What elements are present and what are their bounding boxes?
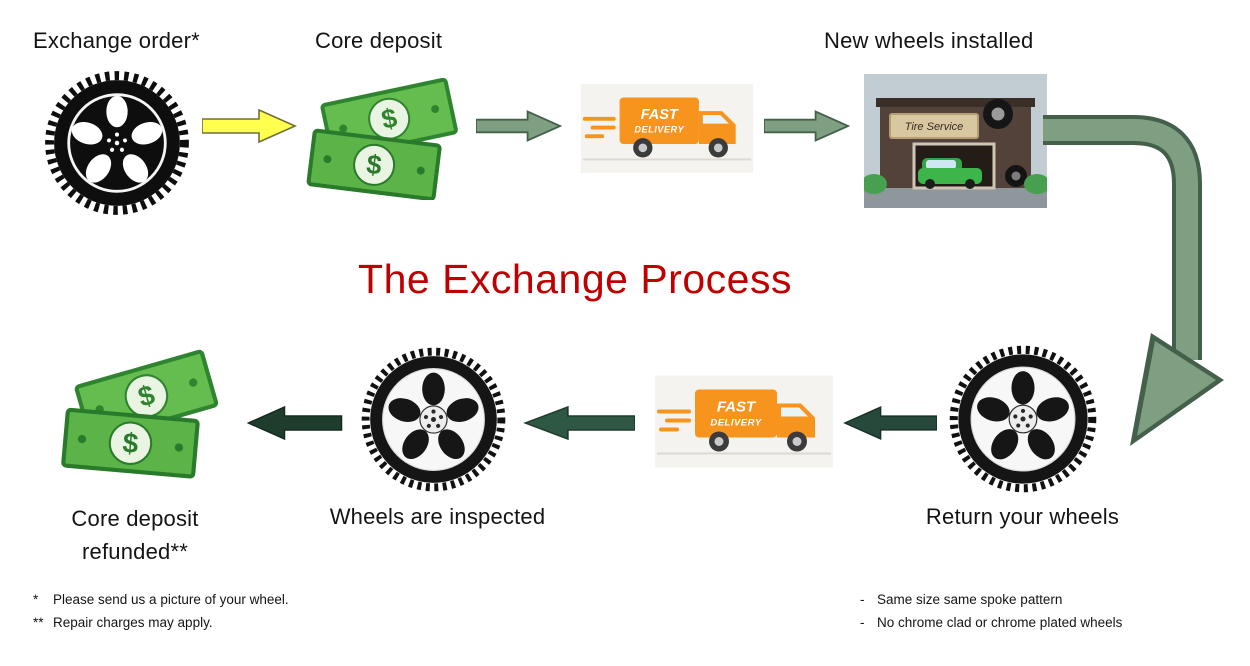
footnote-repair: ** Repair charges may apply. — [33, 615, 213, 630]
footnote-text: No chrome clad or chrome plated wheels — [877, 615, 1123, 630]
truck-text-fast: FAST — [717, 399, 757, 416]
delivery-truck-icon: FAST DELIVERY — [578, 84, 756, 173]
money-refund-icon: $ $ — [52, 342, 230, 492]
core-deposit-label: Core deposit — [315, 28, 443, 53]
truck-text-delivery: DELIVERY — [634, 124, 684, 134]
footnote-marker: - — [860, 615, 865, 630]
return-label: Return your wheels — [925, 504, 1120, 529]
money-bills-icon: $ $ — [298, 78, 470, 200]
delivery-truck-icon: FAST DELIVERY — [655, 373, 833, 470]
dollar-sign: $ — [365, 149, 384, 181]
refund-label-line2: refunded** — [82, 539, 188, 564]
footnote-marker: ** — [33, 615, 44, 630]
inspected-label: Wheels are inspected — [329, 504, 546, 529]
dollar-sign: $ — [379, 103, 400, 135]
arrow-left-dark-icon — [523, 404, 635, 442]
truck-text-delivery: DELIVERY — [710, 418, 763, 429]
arrow-left-dark-icon — [843, 404, 937, 442]
exchange-order-label: Exchange order* — [33, 28, 200, 53]
return-wheel-icon — [948, 344, 1098, 494]
truck-text-fast: FAST — [641, 107, 679, 123]
refund-label: Core deposit refunded** — [30, 502, 240, 568]
inspected-wheel-icon — [360, 346, 507, 493]
footnote-text: Repair charges may apply. — [53, 615, 213, 630]
black-wheel-icon — [44, 70, 190, 216]
footnote-text: Same size same spoke pattern — [877, 592, 1063, 607]
curved-arrow-down-icon — [1035, 98, 1235, 473]
arrow-left-dark-icon — [243, 404, 345, 442]
arrow-right-yellow-icon — [202, 107, 297, 145]
arrow-right-green-icon — [476, 107, 562, 145]
dollar-sign: $ — [121, 427, 140, 459]
footnote-same-size: - Same size same spoke pattern — [860, 592, 1062, 607]
arrow-right-green-icon — [764, 107, 850, 145]
footnote-picture: * Please send us a picture of your wheel… — [33, 592, 289, 607]
footnote-marker: * — [33, 592, 39, 607]
footnote-marker: - — [860, 592, 865, 607]
refund-label-line1: Core deposit — [71, 506, 199, 531]
new-wheels-label: New wheels installed — [824, 28, 1034, 53]
shop-sign-text: Tire Service — [905, 121, 964, 133]
footnote-no-chrome: - No chrome clad or chrome plated wheels — [860, 615, 1122, 630]
tire-shop-icon: Tire Service — [864, 74, 1047, 208]
diagram-title: The Exchange Process — [358, 256, 792, 302]
footnote-text: Please send us a picture of your wheel. — [53, 592, 289, 607]
